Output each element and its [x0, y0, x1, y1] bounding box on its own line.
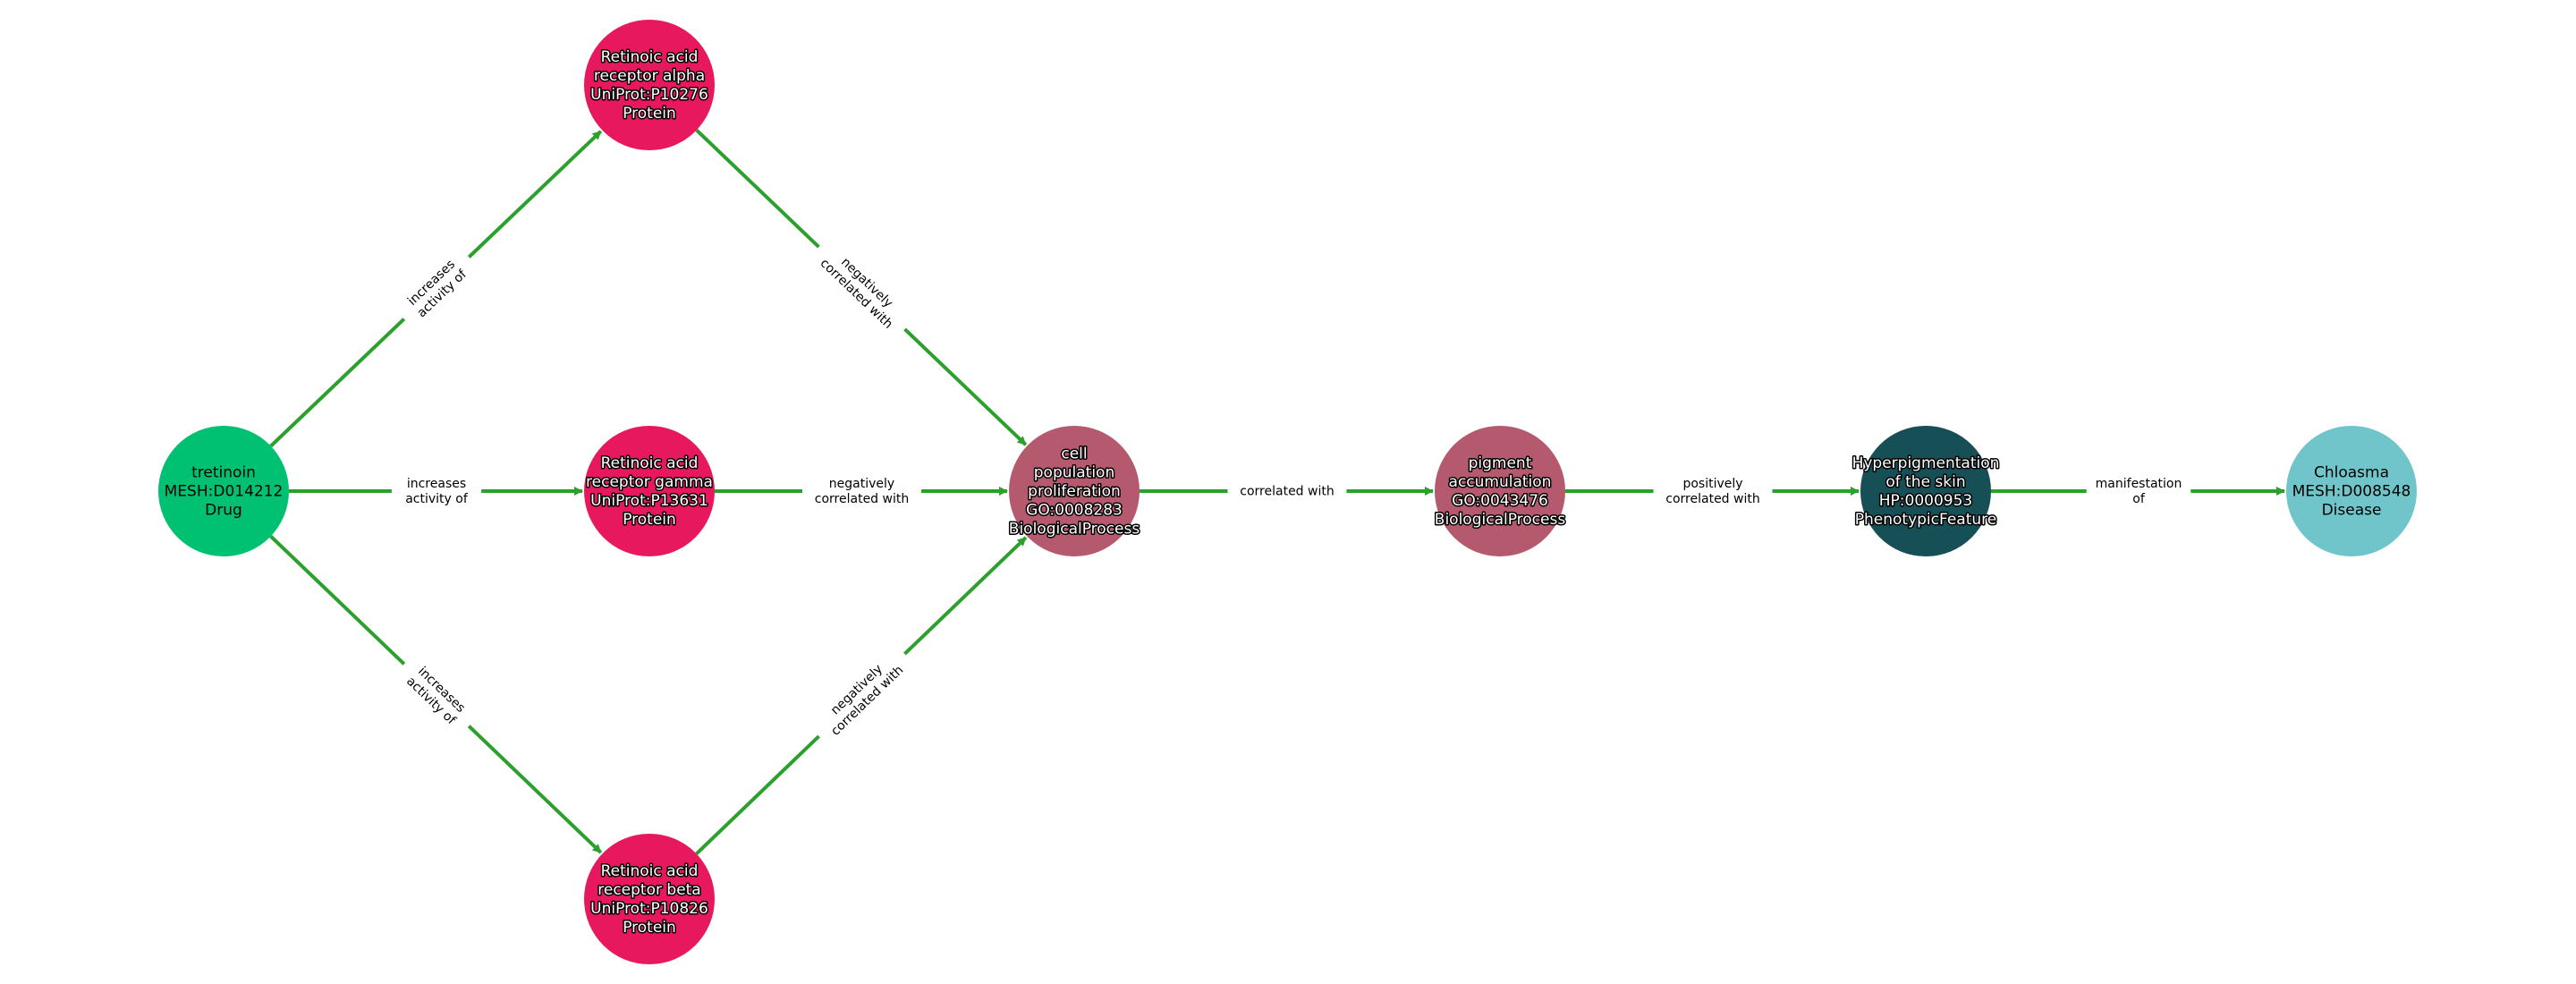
- node-circle[interactable]: [584, 834, 715, 964]
- node-label: UniProt:P10826: [590, 900, 708, 918]
- edge-label-background: [391, 650, 482, 740]
- edge-label-text: correlated with: [815, 492, 909, 506]
- node-label: Hyperpigmentation: [1852, 454, 2000, 472]
- node-label: Protein: [623, 511, 676, 529]
- node-circle[interactable]: [158, 426, 289, 556]
- node-circle[interactable]: [584, 20, 715, 150]
- edge-label: correlated with: [1227, 480, 1347, 502]
- node-label: receptor alpha: [594, 67, 705, 85]
- node-label: MESH:D008548: [2292, 483, 2411, 501]
- edge-label-text: negatively: [829, 477, 894, 491]
- node-label: Chloasma: [2314, 464, 2389, 482]
- node-circle[interactable]: [2286, 426, 2417, 556]
- node-label: population: [1034, 464, 1114, 482]
- edge-label-background: [2086, 473, 2191, 509]
- node-label: MESH:D014212: [165, 483, 284, 501]
- node-label: HP:0000953: [1879, 492, 1972, 510]
- node-label: UniProt:P13631: [590, 492, 708, 510]
- edge-label-text: correlated with: [1665, 492, 1759, 506]
- edge-label-text: increases: [407, 477, 466, 491]
- node-label: Drug: [205, 502, 242, 520]
- node-label: cell: [1061, 445, 1087, 463]
- node-label: Protein: [623, 919, 676, 937]
- node-label: proliferation: [1028, 483, 1121, 501]
- edge-label-background: [806, 640, 918, 750]
- edge-label-text: manifestation: [2096, 477, 2182, 491]
- node-label: Protein: [623, 105, 676, 123]
- edge-label-background: [391, 243, 482, 333]
- node-label: tretinoin: [191, 464, 256, 482]
- node-circle[interactable]: [1860, 426, 1991, 556]
- edge-label-text: activity of: [405, 492, 469, 506]
- node-label: PhenotypicFeature: [1855, 511, 1997, 529]
- node-circle[interactable]: [1009, 426, 1140, 556]
- node-label: receptor gamma: [586, 473, 713, 491]
- node-circle[interactable]: [584, 426, 715, 556]
- node-cellprolif[interactable]: cellpopulationproliferationGO:0008283Bio…: [1007, 426, 1141, 556]
- node-label: GO:0008283: [1026, 502, 1123, 520]
- edge-label-text: of: [2132, 492, 2146, 506]
- node-pigment[interactable]: pigmentaccumulationGO:0043476BiologicalP…: [1433, 426, 1567, 556]
- node-label: Disease: [2322, 502, 2382, 520]
- node-label: Retinoic acid: [601, 454, 699, 472]
- node-label: Retinoic acid: [601, 862, 699, 880]
- edge-label-background: [802, 473, 921, 509]
- node-label: BiologicalProcess: [1435, 511, 1566, 529]
- node-label: GO:0043476: [1452, 492, 1548, 510]
- edge-label-background: [1653, 473, 1773, 509]
- node-label: Retinoic acid: [601, 48, 699, 66]
- node-label: of the skin: [1885, 473, 1965, 491]
- node-label: accumulation: [1449, 473, 1552, 491]
- node-label: BiologicalProcess: [1009, 521, 1140, 539]
- edge-label-background: [806, 233, 918, 343]
- edge-label-background: [391, 473, 482, 509]
- node-label: pigment: [1469, 454, 1532, 472]
- node-circle[interactable]: [1435, 426, 1565, 556]
- edge-label-text: positively: [1682, 477, 1742, 491]
- node-label: UniProt:P10276: [590, 86, 708, 104]
- edge-label-background: [1227, 480, 1347, 502]
- edge-label-text: correlated with: [1240, 485, 1334, 499]
- node-label: receptor beta: [597, 881, 700, 899]
